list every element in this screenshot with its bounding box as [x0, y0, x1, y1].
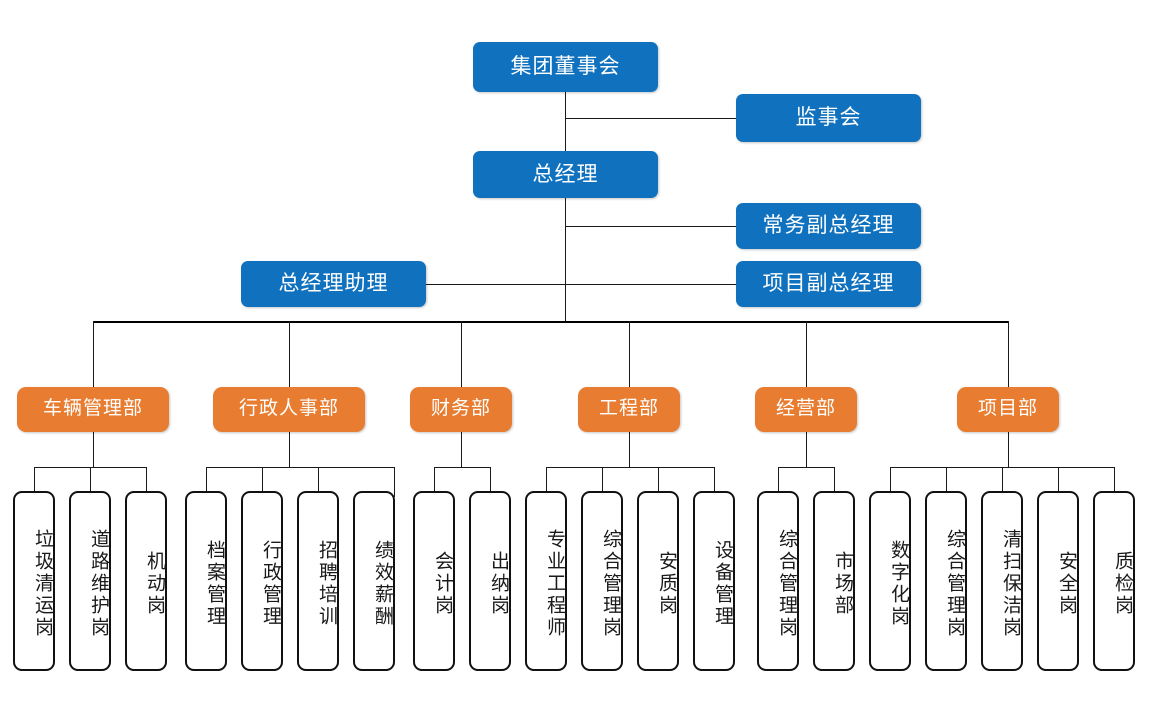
connector-dept4-drop-1: [546, 467, 547, 497]
connector-dept2-drop-4: [394, 467, 395, 497]
position-box[interactable]: 道路维护岗: [69, 491, 111, 671]
connector-dept5-rail: [778, 467, 834, 468]
connector-dept1-drop-3: [146, 467, 147, 497]
node-project-deputy-gm[interactable]: 项目副总经理: [736, 261, 921, 307]
connector-dept4-rail: [546, 467, 714, 468]
connector-dept3-stem: [461, 432, 462, 468]
connector-dept4-drop-2: [602, 467, 603, 497]
dept-box-1[interactable]: 车辆管理部: [17, 387, 169, 432]
connector-bus-to-dept-3: [461, 321, 462, 388]
department-bus: [93, 321, 1009, 323]
connector-dept3-drop-2: [490, 467, 491, 497]
connector-dept1-stem: [93, 432, 94, 468]
connector-dept5-stem: [806, 432, 807, 468]
connector-dept2-drop-1: [206, 467, 207, 497]
connector-dept2-rail: [206, 467, 394, 468]
connector-dept1-drop-1: [34, 467, 35, 497]
position-box[interactable]: 行政管理: [241, 491, 283, 671]
connector-dept5-drop-2: [834, 467, 835, 497]
connector-gm-spine-to-supervisory: [565, 118, 737, 119]
dept-box-4[interactable]: 工程部: [578, 387, 680, 432]
connector-dept6-drop-3: [1002, 467, 1003, 497]
position-box[interactable]: 招聘培训: [297, 491, 339, 671]
connector-dept4-drop-3: [658, 467, 659, 497]
connector-bus-to-dept-1: [93, 321, 94, 388]
node-gm-assistant[interactable]: 总经理助理: [241, 261, 426, 307]
connector-dept3-rail: [434, 467, 490, 468]
connector-bus-to-dept-6: [1008, 321, 1009, 388]
connector-dept3-drop-1: [434, 467, 435, 497]
connector-dept6-drop-5: [1114, 467, 1115, 497]
connector-dept2-drop-2: [262, 467, 263, 497]
position-box[interactable]: 质检岗: [1093, 491, 1135, 671]
connector-bus-to-dept-2: [289, 321, 290, 388]
connector-dept6-stem: [1008, 432, 1009, 468]
connector-dept6-drop-2: [946, 467, 947, 497]
connector-spine-to-executive-deputy: [565, 226, 737, 227]
position-box[interactable]: 数字化岗: [869, 491, 911, 671]
connector-board-to-gm: [565, 92, 566, 152]
dept-box-3[interactable]: 财务部: [410, 387, 512, 432]
position-box[interactable]: 会计岗: [413, 491, 455, 671]
connector-dept2-drop-3: [318, 467, 319, 497]
node-general-manager[interactable]: 总经理: [473, 151, 658, 198]
position-box[interactable]: 综合管理岗: [925, 491, 967, 671]
position-box[interactable]: 出纳岗: [469, 491, 511, 671]
position-box[interactable]: 清扫保洁岗: [981, 491, 1023, 671]
dept-box-2[interactable]: 行政人事部: [213, 387, 365, 432]
node-board[interactable]: 集团董事会: [473, 42, 658, 92]
connector-dept4-drop-4: [714, 467, 715, 497]
connector-dept4-stem: [629, 432, 630, 468]
position-box[interactable]: 设备管理: [693, 491, 735, 671]
position-box[interactable]: 安全岗: [1037, 491, 1079, 671]
position-box[interactable]: 绩效薪酬: [353, 491, 395, 671]
connector-gm-down-spine: [565, 198, 566, 322]
connector-dept2-stem: [289, 432, 290, 468]
connector-spine-to-deputy-and-assistant: [425, 284, 737, 285]
position-box[interactable]: 档案管理: [185, 491, 227, 671]
position-box[interactable]: 专业工程师: [525, 491, 567, 671]
position-box[interactable]: 综合管理岗: [581, 491, 623, 671]
node-supervisory-board[interactable]: 监事会: [736, 94, 921, 142]
position-box[interactable]: 安质岗: [637, 491, 679, 671]
connector-bus-to-dept-5: [806, 321, 807, 388]
position-box[interactable]: 机动岗: [125, 491, 167, 671]
dept-box-5[interactable]: 经营部: [755, 387, 857, 432]
node-executive-deputy-gm[interactable]: 常务副总经理: [736, 203, 921, 249]
position-box[interactable]: 市场部: [813, 491, 855, 671]
connector-bus-to-dept-4: [629, 321, 630, 388]
dept-box-6[interactable]: 项目部: [957, 387, 1059, 432]
connector-dept5-drop-1: [778, 467, 779, 497]
position-box[interactable]: 垃圾清运岗: [13, 491, 55, 671]
connector-dept1-drop-2: [90, 467, 91, 497]
position-box[interactable]: 综合管理岗: [757, 491, 799, 671]
connector-dept6-drop-4: [1058, 467, 1059, 497]
connector-dept6-drop-1: [890, 467, 891, 497]
